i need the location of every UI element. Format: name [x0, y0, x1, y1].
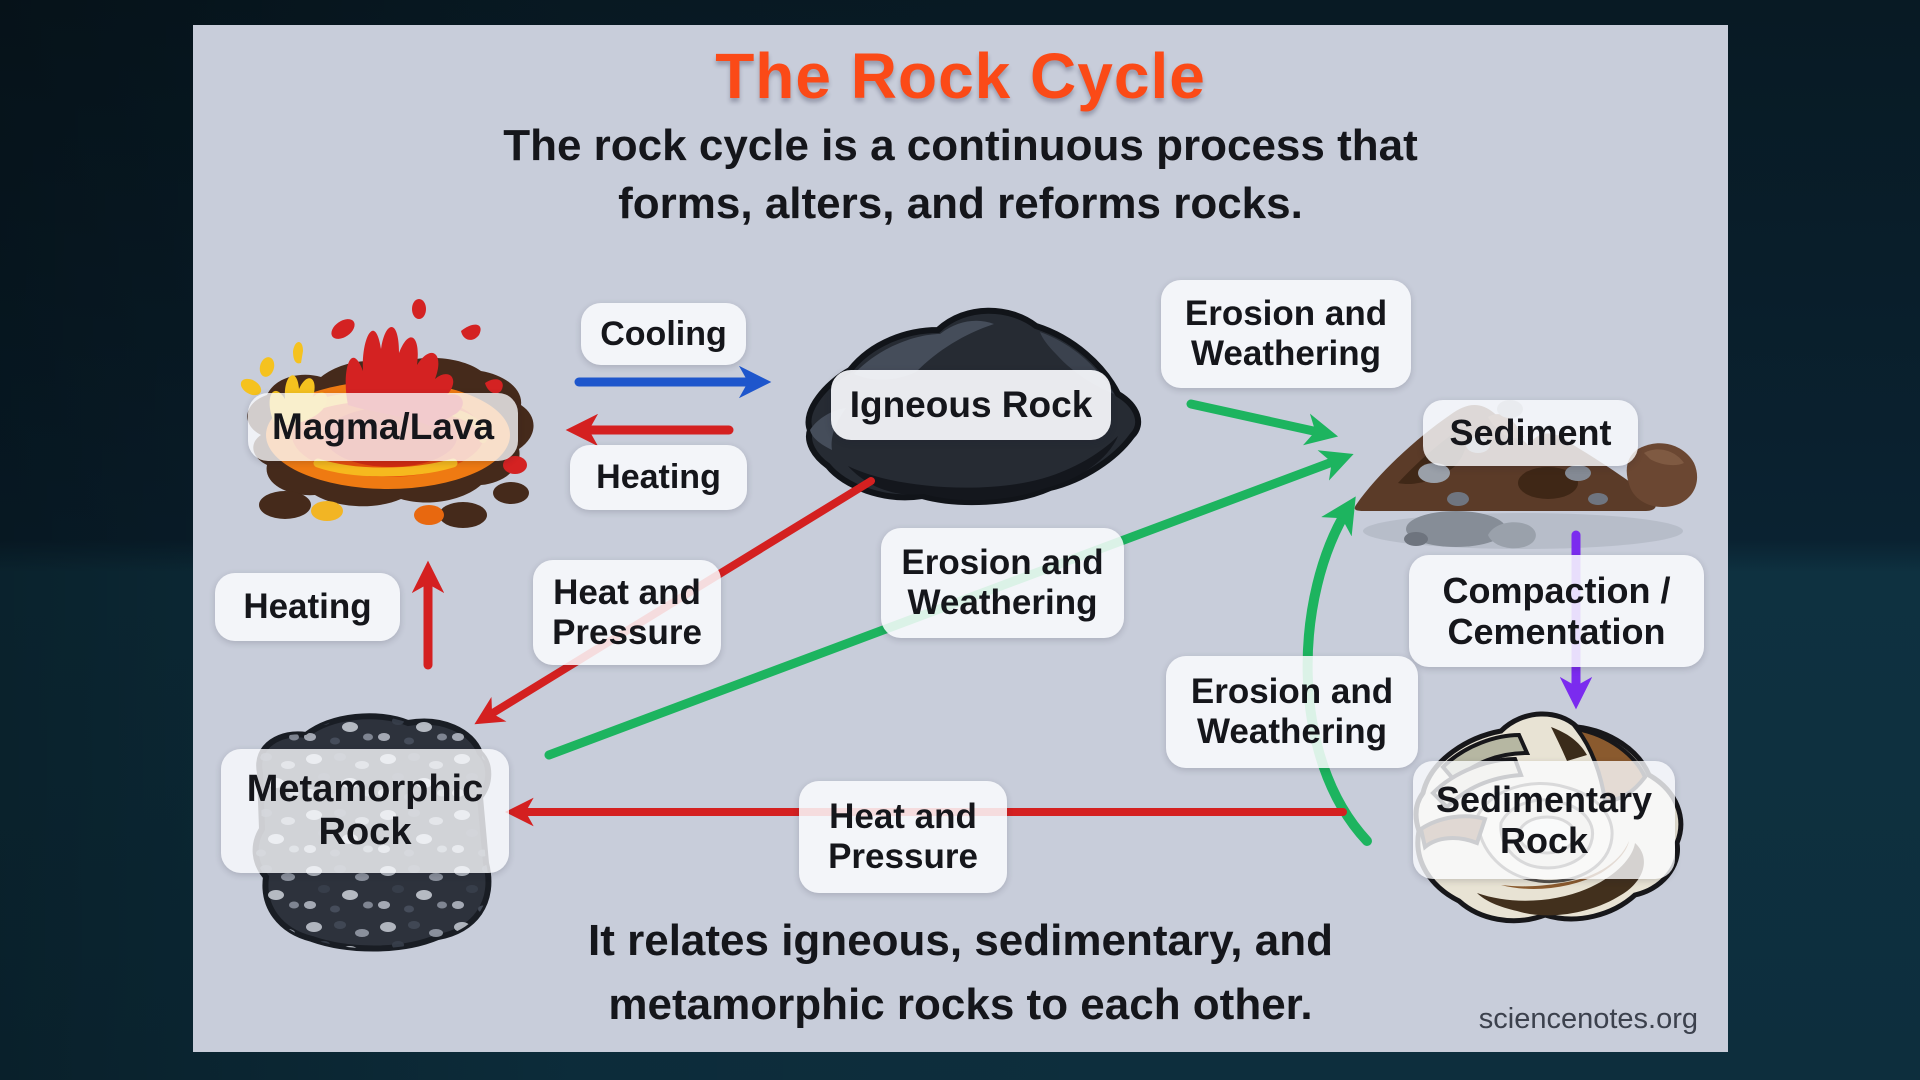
- compaction-cementation-label: Compaction / Cementation: [1409, 555, 1704, 667]
- page-title: The Rock Cycle: [715, 40, 1206, 112]
- subtitle-line2: forms, alters, and reforms rocks.: [618, 179, 1303, 228]
- footer-line1: It relates igneous, sedimentary, and: [588, 916, 1333, 965]
- attribution-text: sciencenotes.org: [1478, 1003, 1698, 1035]
- rock-cycle-diagram: The Rock Cycle The rock cycle is a conti…: [193, 25, 1728, 1052]
- heat-pressure-label-diagonal: Heat and Pressure: [533, 560, 721, 665]
- heating-label-top: Heating: [570, 445, 747, 510]
- subtitle-line1: The rock cycle is a continuous process t…: [503, 121, 1418, 170]
- magma-lava-label: Magma/Lava: [248, 393, 518, 461]
- footer-text: It relates igneous, sedimentary, and met…: [193, 909, 1728, 1037]
- heating-label-left: Heating: [215, 573, 400, 641]
- erosion-weathering-label-middle: Erosion and Weathering: [881, 528, 1124, 638]
- metamorphic-rock-label: Metamorphic Rock: [221, 749, 509, 873]
- sediment-label: Sediment: [1423, 400, 1638, 466]
- subtitle: The rock cycle is a continuous process t…: [193, 117, 1728, 233]
- erosion-weathering-label-bottom: Erosion and Weathering: [1166, 656, 1418, 768]
- heat-pressure-label-bottom: Heat and Pressure: [799, 781, 1007, 893]
- erosion-weathering-label-top: Erosion and Weathering: [1161, 280, 1411, 388]
- cooling-label: Cooling: [581, 303, 746, 365]
- sedimentary-rock-label: Sedimentary Rock: [1413, 761, 1675, 879]
- erosion-arrow-igneous-to-sediment: [1186, 399, 1339, 446]
- igneous-rock-label: Igneous Rock: [831, 370, 1111, 440]
- footer-line2: metamorphic rocks to each other.: [608, 980, 1313, 1029]
